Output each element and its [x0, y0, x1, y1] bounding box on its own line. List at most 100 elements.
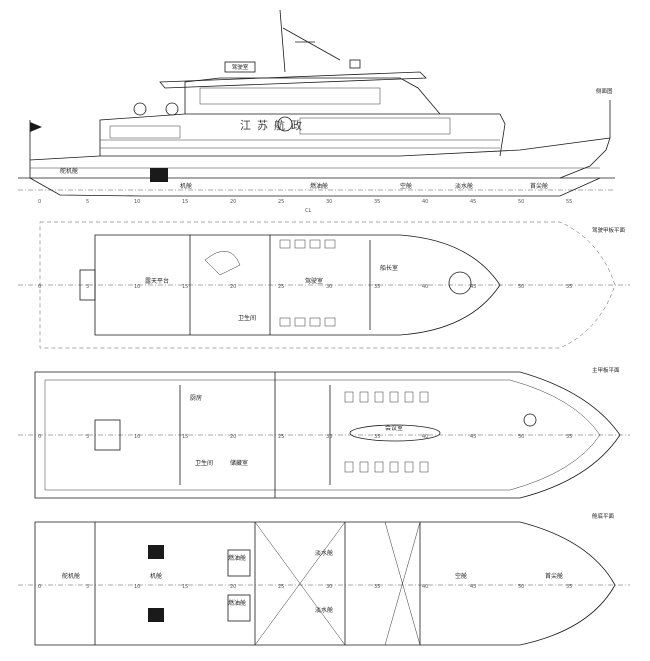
frame-tick-label: 15	[182, 199, 188, 205]
frame-tick-label: 25	[278, 584, 284, 590]
frame-tick-label: 30	[326, 584, 332, 590]
frame-tick-label: 35	[374, 199, 380, 205]
frame-tick-label: 45	[470, 199, 476, 205]
frame-tick-label: 55	[566, 284, 572, 290]
lifebuoy-icon	[133, 102, 147, 116]
frame-tick-label: 0	[38, 284, 41, 290]
profile-label-fuel-tank: 燃油舱	[310, 182, 328, 190]
frame-tick-label: 55	[566, 434, 572, 440]
profile-label-void: 空舱	[400, 182, 412, 190]
hold-label-fuel-b: 燃油舱	[228, 599, 246, 607]
profile-label-forepeak: 首尖舱	[530, 182, 548, 190]
frame-tick-label: 30	[326, 284, 332, 290]
frame-tick-label: 10	[134, 434, 140, 440]
frame-tick-label: 50	[518, 434, 524, 440]
profile-title: 侧面图	[596, 87, 613, 95]
frame-tick-label: 35	[374, 284, 380, 290]
frame-tick-label: 15	[182, 284, 188, 290]
stair	[79, 269, 96, 301]
wheelhouse	[184, 77, 441, 115]
hold-label-engine-room: 机舱	[150, 572, 162, 580]
wheelhouse-roof	[159, 71, 427, 89]
frame-tick-label: 10	[134, 584, 140, 590]
main-deck-plan: 主甲板平面 厨房 卫生间 储藏室 会议室	[18, 366, 630, 499]
upper-deck-plan: 驾驶甲板平面 露天平台 驾驶室 船长室 卫生间	[18, 221, 630, 349]
hold-label-steering-room: 舵机舱	[62, 572, 80, 580]
engine-icon	[148, 545, 164, 559]
radar-dome	[349, 59, 361, 69]
wheelhouse-sign-box	[224, 61, 256, 73]
frame-tick-label: 20	[230, 434, 236, 440]
upper-deck-title: 驾驶甲板平面	[592, 226, 626, 234]
frame-tick-label: 5	[86, 584, 89, 590]
profile-label-engine-room: 机舱	[180, 182, 192, 190]
lifebuoy-icon	[165, 102, 179, 116]
frame-tick-label: 50	[518, 199, 524, 205]
frame-tick-label: 40	[422, 434, 428, 440]
frame-tick-label: 50	[518, 584, 524, 590]
hatch-icon	[523, 413, 537, 427]
frame-tick-label: 50	[518, 284, 524, 290]
main-label-storage: 储藏室	[230, 459, 248, 467]
frame-tick-label: 25	[278, 284, 284, 290]
frame-tick-label: 35	[374, 434, 380, 440]
hold-title: 舱底平面	[592, 512, 615, 520]
helipad-emblem-icon	[448, 271, 472, 295]
frame-tick-label: 10	[134, 284, 140, 290]
frame-tick-label: 15	[182, 584, 188, 590]
mast-stay	[282, 27, 341, 61]
main-deck-title: 主甲板平面	[592, 366, 620, 374]
conference-table	[349, 424, 441, 442]
engine-icon	[150, 168, 168, 182]
frame-tick-label: 0	[38, 434, 41, 440]
frame-tick-label: 45	[470, 434, 476, 440]
frame-tick-label: 5	[86, 284, 89, 290]
profile-label-freshwater: 淡水舱	[455, 182, 473, 190]
cross-brace	[254, 521, 346, 646]
hold-outline	[34, 521, 616, 646]
flag-icon	[30, 122, 42, 132]
engine-icon	[148, 608, 164, 622]
upper-label-toilet: 卫生间	[238, 314, 256, 322]
main-chairs	[344, 391, 429, 473]
frame-tick-label: 45	[470, 284, 476, 290]
profile-windows	[109, 87, 451, 139]
hull-side	[29, 137, 611, 179]
frame-tick-label: 55	[566, 584, 572, 590]
main-label-galley: 厨房	[190, 394, 202, 402]
upper-seats	[279, 239, 336, 327]
upper-label-captain-room: 船长室	[380, 264, 398, 272]
spiral-stair	[204, 251, 241, 276]
galley-counter	[94, 419, 121, 451]
profile-view: 驾驶室 江苏航政 侧面图 舵机舱 机舱 燃油舱 空舱 淡水舱 首尖舱	[18, 9, 615, 197]
hold-label-void: 空舱	[455, 572, 467, 580]
main-label-meeting-room: 会议室	[385, 424, 403, 432]
hold-label-water-a: 淡水舱	[315, 549, 333, 557]
tank-box	[227, 549, 251, 577]
frame-tick-label: 40	[422, 199, 428, 205]
hull-outline-dashed	[39, 221, 616, 349]
frame-tick-label: 25	[278, 199, 284, 205]
frame-tick-label: 0	[38, 584, 41, 590]
hold-label-fuel-a: 燃油舱	[228, 554, 246, 562]
tank-box	[227, 594, 251, 622]
hold-label-forepeak: 首尖舱	[545, 572, 563, 580]
frame-tick-label: 45	[470, 584, 476, 590]
frame-tick-label: 15	[182, 434, 188, 440]
frame-tick-label: 30	[326, 199, 332, 205]
upper-label-wheelhouse: 驾驶室	[305, 277, 323, 285]
frame-tick-label: 5	[86, 434, 89, 440]
frame-tick-label: 10	[134, 199, 140, 205]
centerline-mark: CL	[305, 208, 311, 214]
frame-tick-label: 35	[374, 584, 380, 590]
hold-label-water-b: 淡水舱	[315, 606, 333, 614]
emblem-icon	[277, 116, 293, 132]
frame-tick-label: 25	[278, 434, 284, 440]
frame-tick-label: 55	[566, 199, 572, 205]
frame-tick-label: 40	[422, 284, 428, 290]
frame-tick-label: 20	[230, 199, 236, 205]
wheelhouse-label: 驾驶室	[232, 63, 249, 71]
